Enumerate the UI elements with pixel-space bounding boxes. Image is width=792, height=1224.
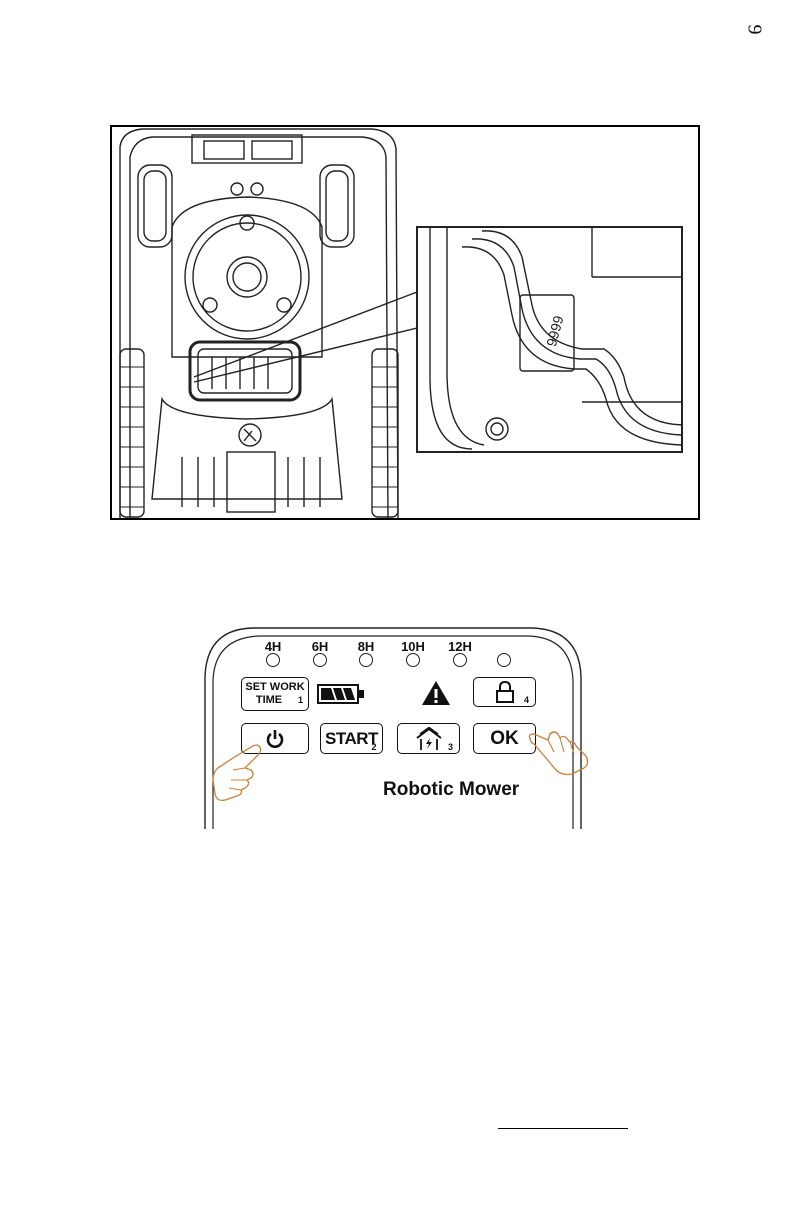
mower-illustration: 9999 xyxy=(112,127,700,520)
set-work-number: 1 xyxy=(298,694,303,707)
led-4h xyxy=(266,653,280,667)
timer-label-8h: 8H xyxy=(348,639,384,654)
led-8h xyxy=(359,653,373,667)
timer-label-12h: 12H xyxy=(442,639,478,654)
battery-icon xyxy=(317,684,365,704)
timer-label-4h: 4H xyxy=(255,639,291,654)
start-button[interactable]: START 2 xyxy=(320,723,383,754)
lock-button[interactable]: 4 xyxy=(473,677,536,707)
home-charge-icon xyxy=(416,727,442,751)
start-number: 2 xyxy=(371,742,376,752)
set-work-label-line1: SET WORK xyxy=(245,681,304,694)
ok-label: OK xyxy=(490,728,519,750)
home-number: 3 xyxy=(448,742,453,752)
control-panel-figure: 4H 6H 8H 10H 12H SET WORK TIME 1 4 S xyxy=(203,626,583,829)
page-number: 9 xyxy=(743,22,766,38)
led-12h xyxy=(453,653,467,667)
led-6h xyxy=(313,653,327,667)
lock-number: 4 xyxy=(524,695,529,705)
pointing-hand-icon xyxy=(528,730,590,776)
lock-icon xyxy=(495,681,515,703)
set-work-time-button[interactable]: SET WORK TIME 1 xyxy=(241,677,309,711)
warning-icon xyxy=(421,680,451,706)
timer-label-6h: 6H xyxy=(302,639,338,654)
home-button[interactable]: 3 xyxy=(397,723,460,754)
led-status xyxy=(497,653,511,667)
ok-button[interactable]: OK xyxy=(473,723,536,754)
start-label: START xyxy=(325,729,378,749)
timer-label-10h: 10H xyxy=(395,639,431,654)
footer-rule xyxy=(498,1128,628,1129)
led-10h xyxy=(406,653,420,667)
mower-figure: 9999 xyxy=(110,125,700,520)
set-work-label-line2: TIME xyxy=(256,694,294,707)
brand-label: Robotic Mower xyxy=(383,779,519,801)
pointing-hand-icon xyxy=(211,744,271,804)
